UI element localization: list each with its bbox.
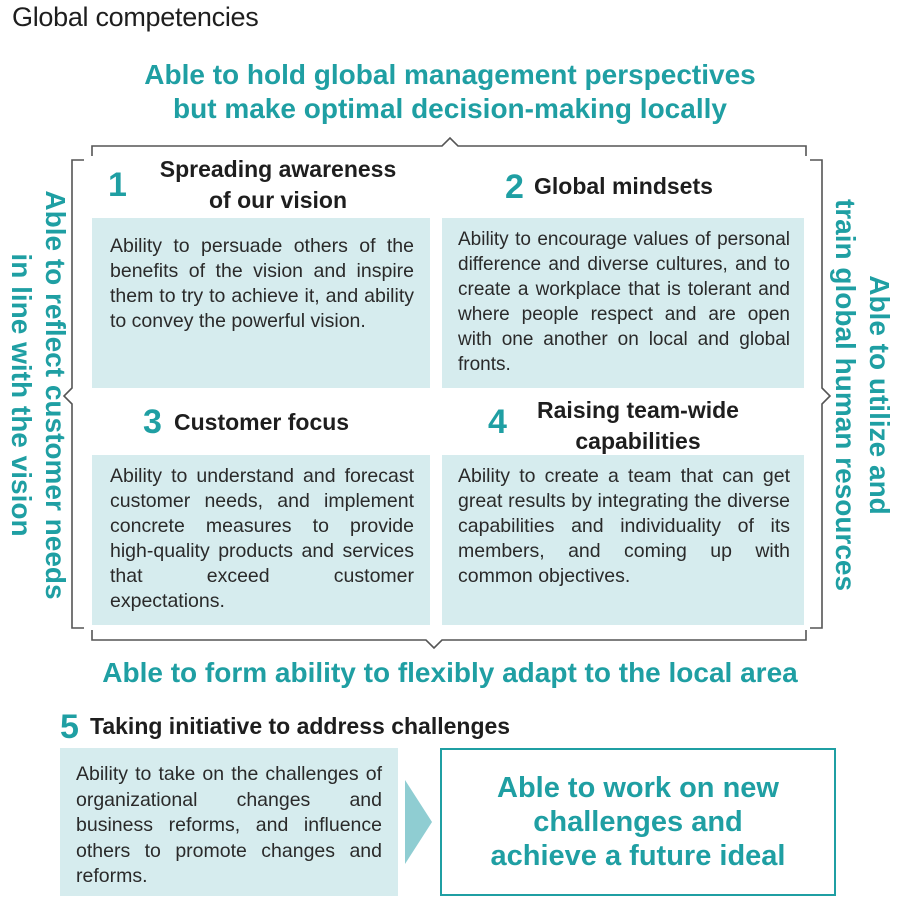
competency-3-number: 3 [143,403,162,441]
competency-4-heading-line-1: Raising team-wide [537,397,739,423]
left-caption: Able to reflect customer needs in line w… [4,165,72,625]
bottom-caption: Able to form ability to flexibly adapt t… [102,657,798,688]
goal-line-2: challenges and [533,806,743,838]
competency-2-number: 2 [505,168,524,206]
goal-box: Able to work on new challenges and achie… [440,748,836,896]
goal-line-3: achieve a future ideal [490,840,786,872]
top-caption-line-1: Able to hold global management perspecti… [144,59,756,90]
top-caption-line-2: but make optimal decision-making locally [173,93,727,124]
top-brace [91,136,807,156]
right-caption-line-1: Able to utilize and [864,275,895,515]
left-caption-line-2: in line with the vision [6,253,37,537]
top-caption: Able to hold global management perspecti… [0,58,900,126]
competency-4-description: Ability to create a team that can get gr… [442,455,804,625]
competency-4-heading: Raising team-wide capabilities [508,395,768,457]
competency-4-number: 4 [488,403,507,441]
right-caption-line-2: train global human resources [830,198,861,592]
goal-line-1: Able to work on new [497,772,779,804]
competency-2-heading-line-1: Global mindsets [534,173,713,199]
competency-1-description: Ability to persuade others of the benefi… [92,218,430,388]
left-brace [62,159,84,629]
competency-2-description: Ability to encourage values of personal … [442,218,804,388]
competency-1-heading-line-2: of our vision [209,187,347,213]
competency-2-heading: Global mindsets [534,171,713,202]
competency-1-number: 1 [108,166,127,204]
competency-3-description: Ability to understand and forecast custo… [92,455,430,625]
competency-3-heading-line-1: Customer focus [174,409,350,435]
competency-1-heading-line-1: Spreading awareness [159,156,397,182]
right-caption: Able to utilize and train global human r… [828,165,896,625]
competency-5-number: 5 [60,708,79,746]
competency-5-heading: Taking initiative to address challenges [90,711,510,742]
bottom-brace [91,630,807,650]
right-arrow-icon [405,780,432,864]
competency-5-heading-line-1: Taking initiative to address challenges [90,713,511,739]
right-brace [810,159,832,629]
page-title: Global competencies [12,2,259,32]
competency-5-description: Ability to take on the challenges of org… [60,748,398,896]
competency-1-heading: Spreading awareness of our vision [130,154,426,216]
left-caption-line-1: Able to reflect customer needs [40,190,71,600]
competency-3-heading: Customer focus [174,407,349,438]
competency-4-heading-line-2: capabilities [575,428,701,454]
